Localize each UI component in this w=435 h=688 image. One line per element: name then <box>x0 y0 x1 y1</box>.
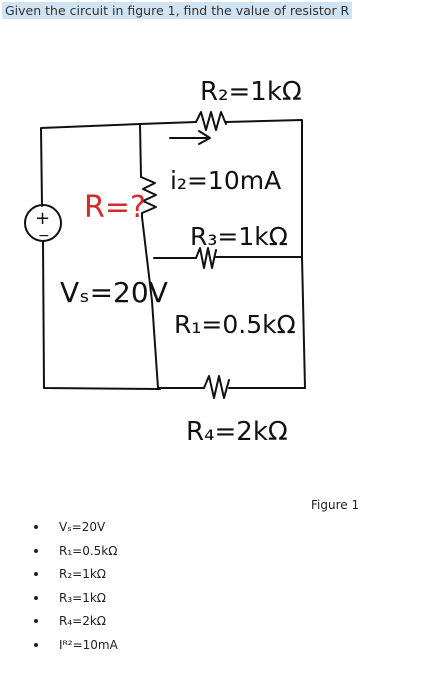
middle-wire-top <box>139 123 142 178</box>
top-wire-right <box>225 119 303 258</box>
left-wire <box>40 123 141 207</box>
top-wire <box>139 121 197 125</box>
circuit-diagram: + − R₂=1kΩ i₂=10mA R=? R₃=1kΩ Vₛ=20V R₁=… <box>24 77 306 447</box>
given-ir2: Iᴿ²=10mA <box>34 638 118 662</box>
figure-caption: Figure 1 <box>311 498 360 512</box>
given-vs: Vₛ=20V <box>34 520 118 544</box>
voltage-source-symbol <box>24 204 62 242</box>
r2-label: R₂=1kΩ <box>200 77 302 107</box>
ir2-label: i₂=10mA <box>170 166 281 195</box>
resistor-r2-symbol <box>195 111 227 131</box>
r1-label: R₁=0.5kΩ <box>174 310 296 339</box>
given-r4: R₄=2kΩ <box>34 614 118 638</box>
right-wire-lower <box>301 256 306 389</box>
resistor-r-symbol <box>140 176 157 218</box>
middle-wire-bottom <box>141 216 159 389</box>
given-values-list: Vₛ=20V R₁=0.5kΩ R₂=1kΩ R₃=1kΩ R₄=2kΩ Iᴿ²… <box>34 520 118 661</box>
question-text: Given the circuit in figure 1, find the … <box>2 2 353 19</box>
left-wire-lower <box>42 240 161 390</box>
source-plus-label: + <box>35 208 50 229</box>
r-unknown-label: R=? <box>84 190 146 225</box>
given-r1: R₁=0.5kΩ <box>34 544 118 568</box>
resistor-r3-symbol <box>195 247 217 269</box>
given-r2: R₂=1kΩ <box>34 567 118 591</box>
given-r3: R₃=1kΩ <box>34 591 118 615</box>
r3-label: R₃=1kΩ <box>190 222 288 251</box>
current-arrow-icon <box>169 130 211 145</box>
vs-label: Vₛ=20V <box>60 276 168 309</box>
resistor-r4-symbol <box>203 375 230 399</box>
r4-label: R₄=2kΩ <box>186 417 288 447</box>
source-minus-label: − <box>38 228 50 244</box>
